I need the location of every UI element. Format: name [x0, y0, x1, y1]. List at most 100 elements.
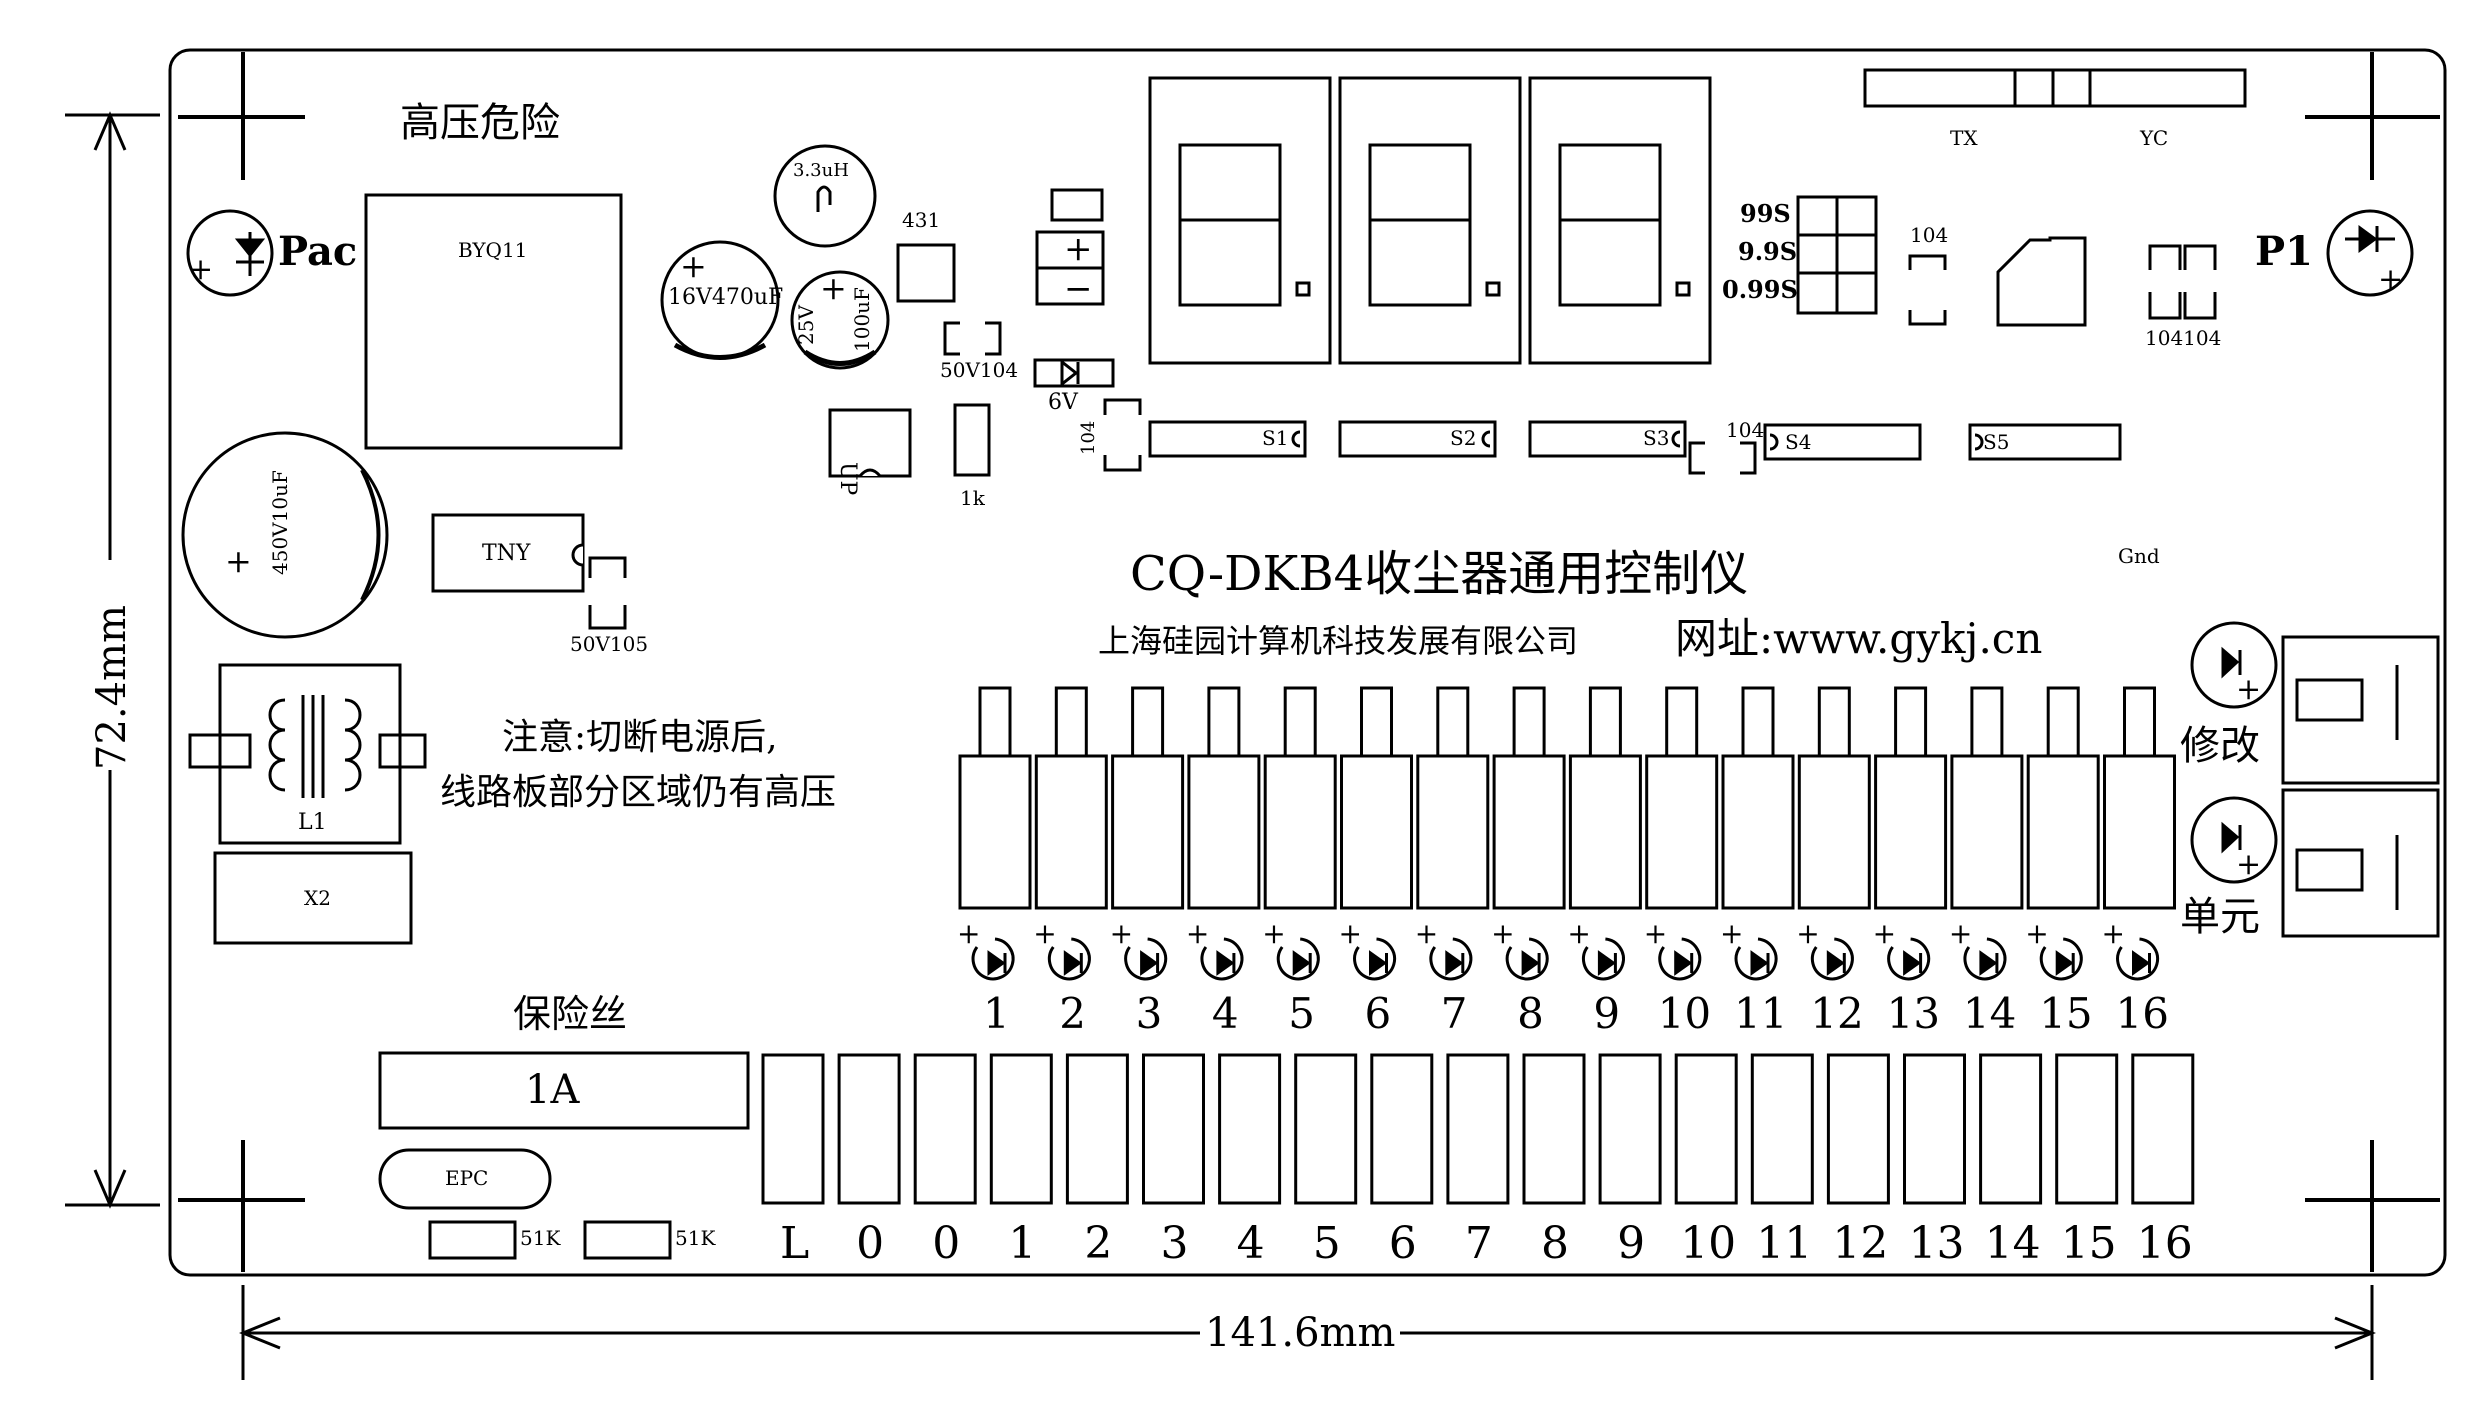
terminal-label-15: 13 [1908, 1218, 1965, 1269]
up-chip-label: UP [835, 462, 860, 496]
terminal-3 [989, 1053, 1053, 1205]
relay-9 [1568, 686, 1642, 910]
p1-plus: + [2378, 262, 2404, 297]
channel-label-5: 5 [1288, 989, 1315, 1038]
led-6 [1353, 937, 1397, 981]
diode-6v-label: 6V [1048, 390, 1078, 415]
led-plus-16: + [2101, 917, 2125, 950]
terminal-label-18: 16 [2136, 1218, 2193, 1269]
led-plus-5: + [1262, 917, 1286, 950]
led-plus-3: + [1109, 917, 1134, 950]
resistor-51k-1 [428, 1220, 517, 1260]
channel-led-row [971, 937, 2160, 981]
tny-label: TNY [482, 541, 531, 566]
x2-label: X2 [304, 886, 331, 910]
p1-connector [2326, 209, 2414, 297]
channel-label-12: 12 [1810, 989, 1864, 1038]
led-plus-13: + [1872, 917, 1897, 950]
terminal-block [761, 1053, 2195, 1205]
led-plus-10: + [1643, 917, 1668, 950]
led-10 [1658, 937, 1702, 981]
tx-yc-connector [1863, 68, 2247, 108]
cap-104-s3-label: 104 [1726, 418, 1765, 442]
terminal-8 [1370, 1053, 1434, 1205]
relay-11 [1721, 686, 1795, 910]
terminal-1 [837, 1053, 901, 1205]
pac-connector [186, 209, 274, 297]
tny-chip [431, 513, 585, 593]
led-7 [1429, 937, 1473, 981]
channel-label-6: 6 [1364, 989, 1392, 1038]
terminal-label-16: 14 [1984, 1218, 2041, 1269]
crystal-chip [1996, 236, 2087, 327]
terminal-18 [2131, 1053, 2195, 1205]
cap-104-left-label: 104 [1078, 420, 1099, 455]
led-3 [1124, 937, 1168, 981]
channel-label-8: 8 [1517, 989, 1544, 1038]
power-plus-label: + [1064, 229, 1093, 269]
channel-label-13: 13 [1886, 989, 1941, 1038]
channel-label-14: 14 [1962, 989, 2017, 1038]
cap-small-voltage: 25V [794, 305, 818, 345]
terminal-4 [1065, 1053, 1129, 1205]
relay-row [958, 686, 2176, 910]
terminal-17 [2055, 1053, 2119, 1205]
capacitor-16v470uf [660, 240, 780, 360]
terminal-label-1: 0 [856, 1218, 885, 1269]
ic-431-label: 431 [902, 208, 941, 232]
cap-big-plus: + [680, 247, 707, 285]
resistor-51k-2-label: 51K [675, 1226, 716, 1250]
gnd-label: Gnd [2118, 544, 2160, 568]
led-5 [1276, 937, 1320, 981]
channel-label-11: 11 [1734, 989, 1788, 1038]
capacitor-104-s3 [1688, 441, 1757, 475]
terminal-label-6: 4 [1236, 1218, 1265, 1269]
modify-button-label: 修改 [2180, 723, 2260, 769]
l1-label: L1 [298, 810, 327, 835]
terminal-10 [1522, 1053, 1586, 1205]
led-8 [1505, 937, 1549, 981]
relay-10 [1645, 686, 1719, 910]
cap-104104-label: 104104 [2145, 326, 2222, 350]
led-plus-7: + [1414, 917, 1439, 950]
power-minus-label: − [1064, 269, 1093, 309]
channel-label-4: 4 [1211, 989, 1239, 1038]
byq11-transformer [364, 193, 623, 450]
led-plus-15: + [2025, 917, 2049, 950]
cap-450-plus: + [225, 542, 252, 580]
fuse-value: 1A [525, 1067, 580, 1113]
resistor-1k [953, 403, 991, 477]
relay-15 [2026, 686, 2100, 910]
terminal-label-14: 12 [1832, 1218, 1889, 1269]
pad-top [1050, 188, 1104, 222]
terminal-label-13: 11 [1756, 1218, 1813, 1269]
channel-label-7: 7 [1440, 989, 1468, 1038]
relay-2 [1034, 686, 1108, 910]
inductor-label: 3.3uH [793, 160, 849, 181]
height-dimension [65, 111, 160, 1209]
corner-mark-top-left [178, 52, 305, 180]
capacitor-104-left [1103, 398, 1142, 472]
terminal-7 [1294, 1053, 1358, 1205]
cap-small-value: 100uF [850, 287, 874, 352]
board-title: CQ-DKB4收尘器通用控制仪 [1130, 546, 1749, 602]
modify-led-plus: + [2236, 672, 2262, 707]
terminal-label-11: 9 [1617, 1218, 1646, 1269]
switch-s3-label: S3 [1643, 426, 1670, 450]
led-9 [1582, 937, 1625, 981]
channel-label-10: 10 [1657, 989, 1712, 1038]
cap-450-label: 450V10uF [268, 470, 292, 575]
inductor-3-3uh [773, 144, 877, 248]
corner-mark-bottom-left [178, 1140, 305, 1272]
epc-label: EPC [445, 1166, 489, 1190]
unit-led-plus: + [2236, 847, 2262, 882]
terminal-14 [1826, 1053, 1890, 1205]
terminal-5 [1142, 1053, 1205, 1205]
switch-row [1148, 420, 2122, 461]
terminal-label-5: 3 [1160, 1218, 1189, 1269]
relay-7 [1416, 686, 1490, 910]
terminal-label-3: 1 [1008, 1218, 1037, 1269]
capacitor-25v100uf [790, 270, 890, 370]
